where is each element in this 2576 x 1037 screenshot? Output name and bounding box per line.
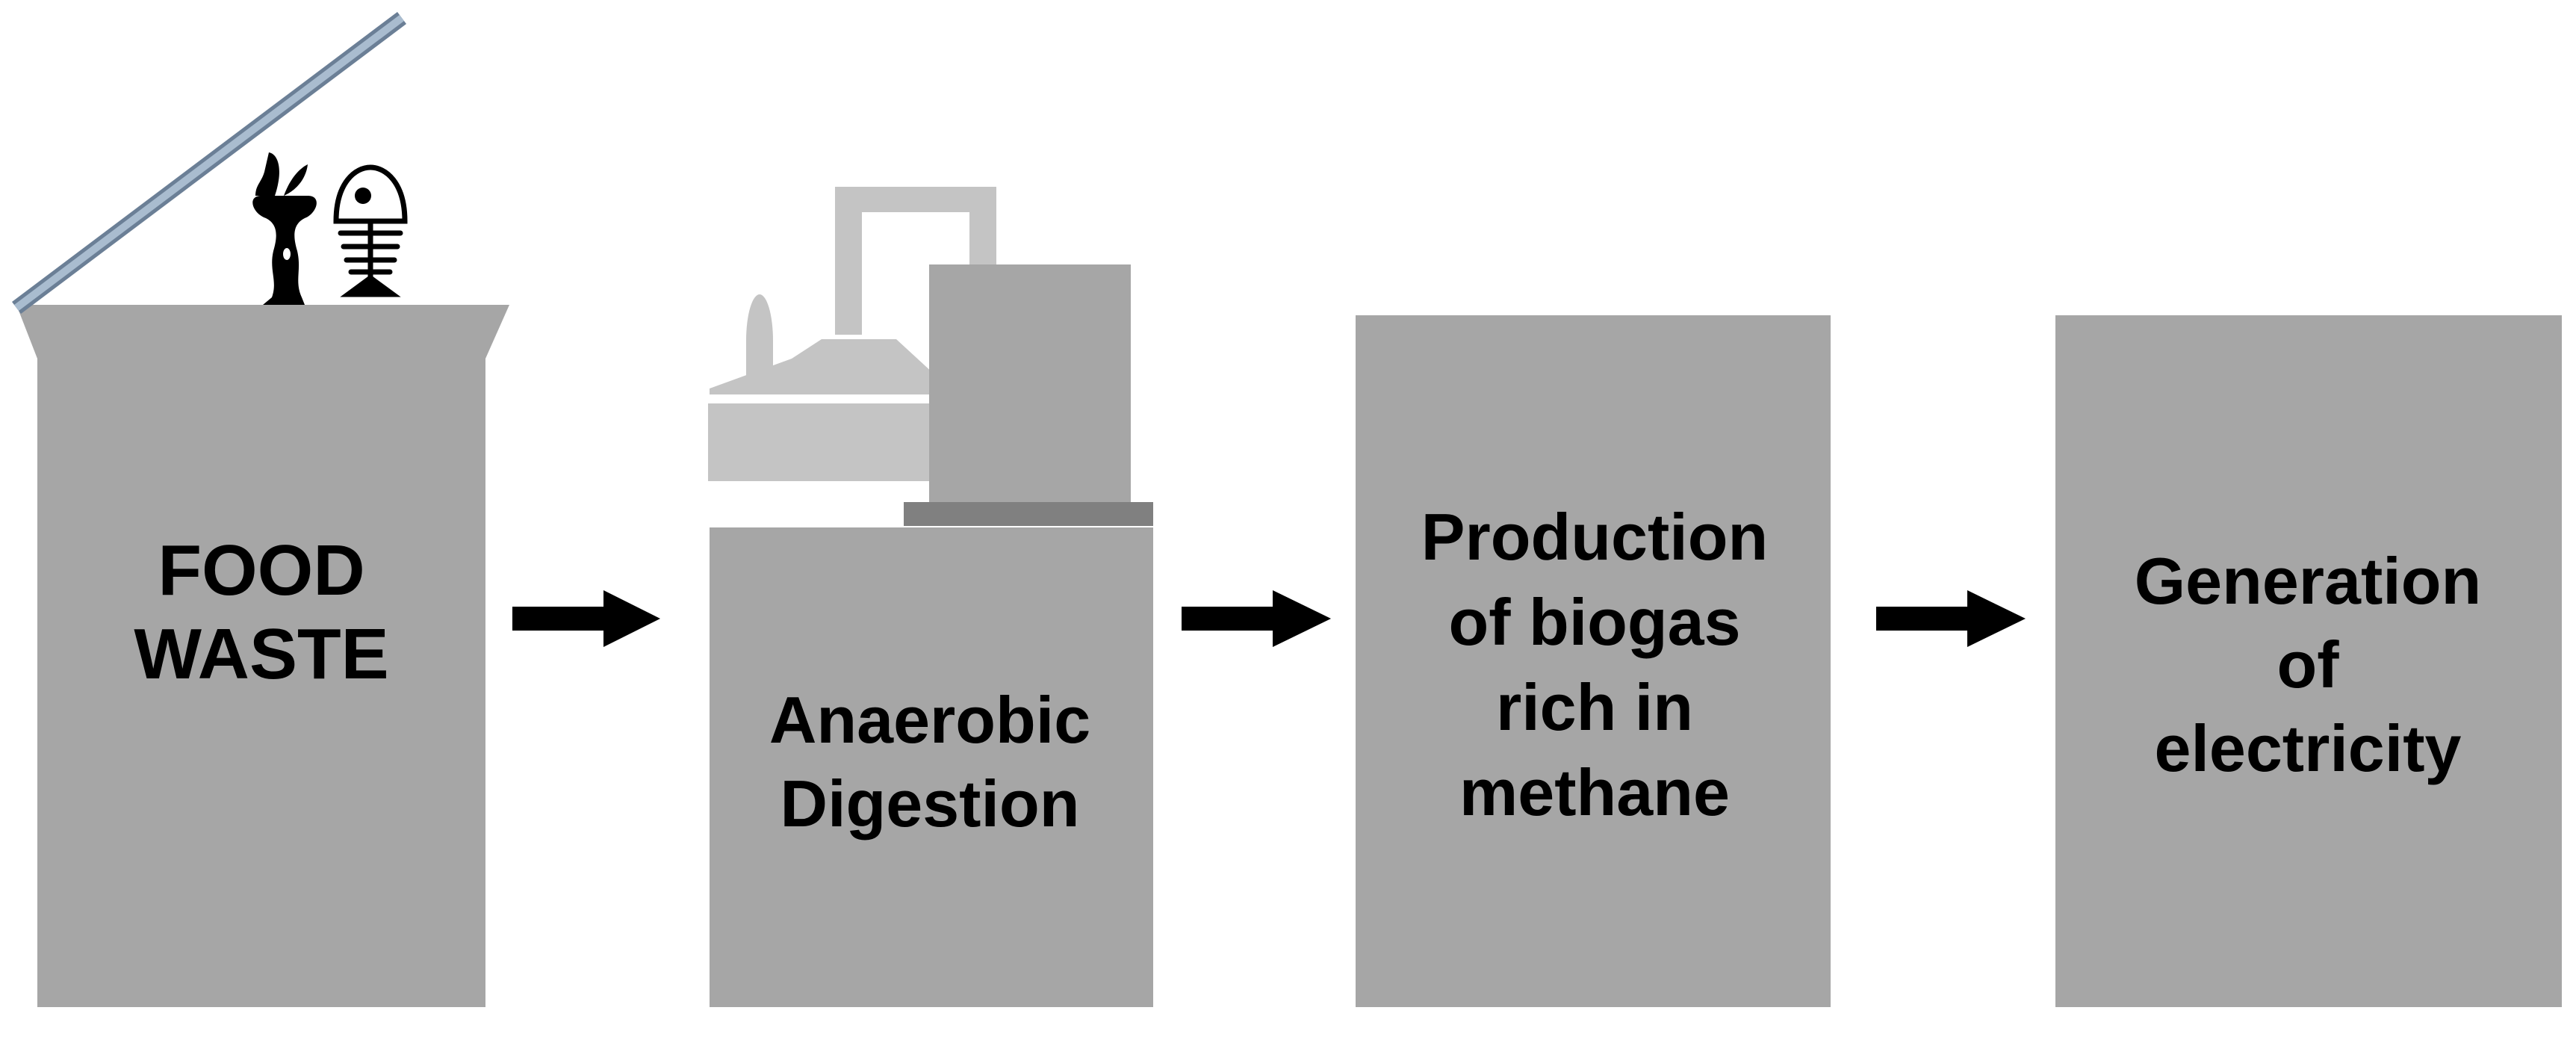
arrow-biogas-to-electricity [1876, 590, 2026, 647]
electricity-generation-label: Generation of electricity [2134, 544, 2482, 785]
anaerobic-digestion-label: Anaerobic Digestion [769, 683, 1091, 841]
anaerobic-digester [708, 187, 1153, 1007]
electricity-box [2055, 315, 2562, 1007]
biogas-box [1356, 315, 1831, 1007]
biogas-production-label: Production of biogas rich in methane [1421, 500, 1769, 829]
fish-bone-icon [333, 164, 408, 297]
apple-core-icon [252, 152, 317, 305]
food-waste-bin [11, 12, 509, 1007]
food-waste-label: FOOD WASTE [134, 530, 389, 694]
arrow-digestion-to-biogas [1182, 590, 1331, 647]
arrow-food-to-digestion [512, 590, 660, 647]
